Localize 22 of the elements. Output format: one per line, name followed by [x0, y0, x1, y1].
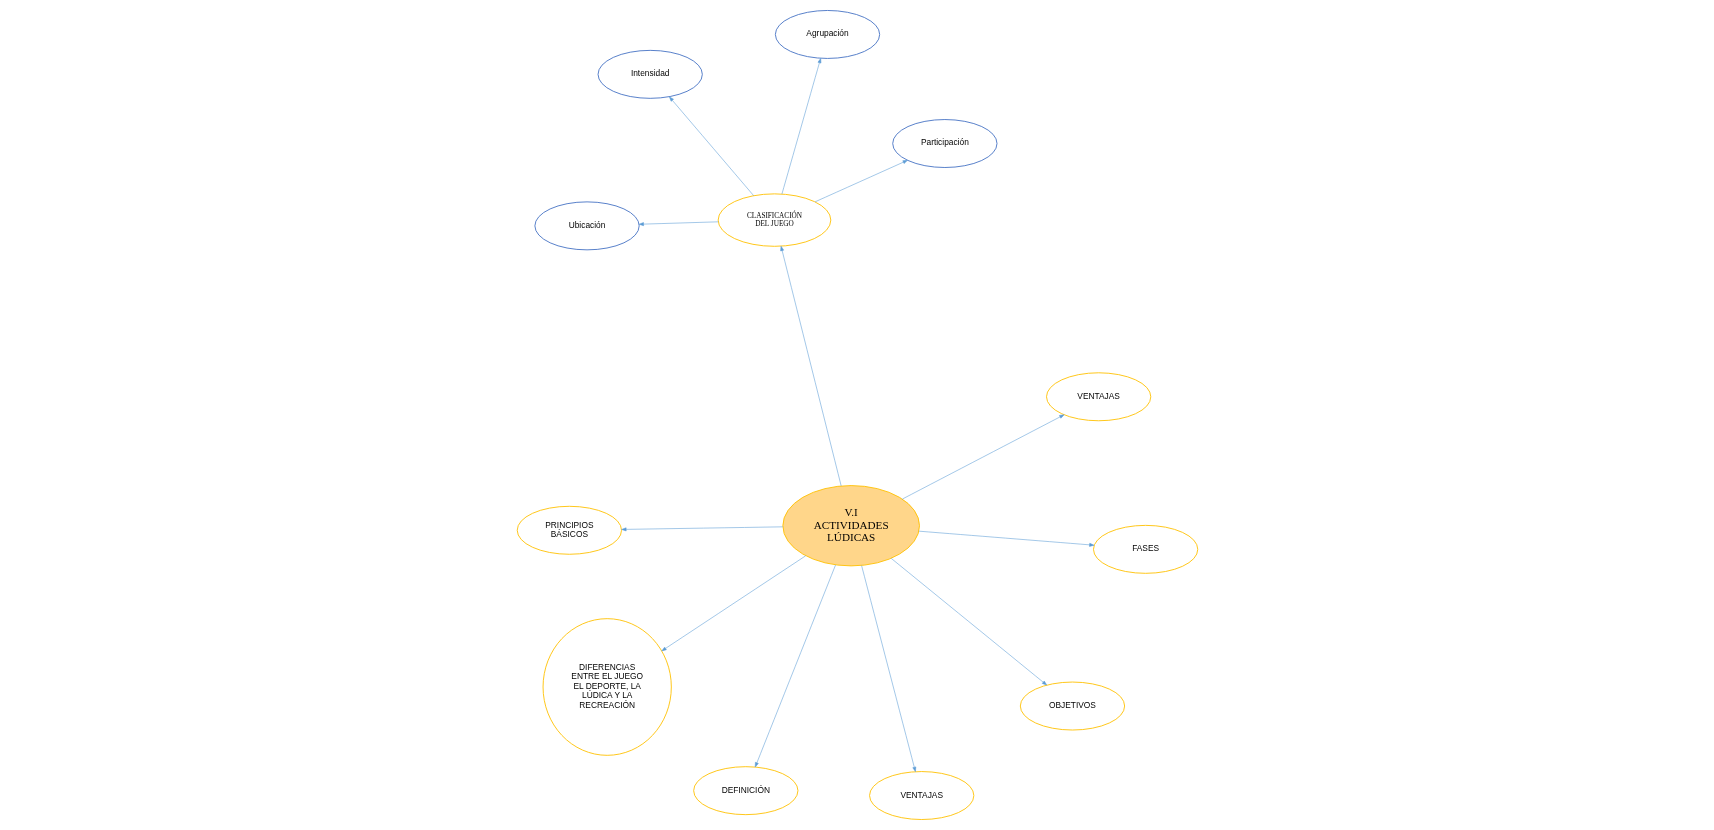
node-ellipse: Intensidad [597, 49, 703, 99]
arrow [620, 526, 783, 532]
arrow [779, 245, 841, 487]
arrow [661, 555, 806, 652]
arrow [638, 221, 719, 226]
node-ellipse: VENTAJAS [868, 771, 974, 820]
node-ellipse: PRINCIPIOS BÁSICOS [516, 505, 622, 555]
arrow [754, 564, 836, 768]
arrow [814, 160, 908, 203]
node-circle: DIFERENCIAS ENTRE EL JUEGO EL DEPORTE, LA LÚDICA Y LA RECREACIÓN [542, 618, 672, 756]
node-ellipse: V.I ACTIVIDADES LÚDICAS [781, 485, 920, 567]
node-ellipse: DEFINICIÓN [692, 766, 798, 816]
arrow [901, 414, 1064, 500]
arrow [918, 530, 1094, 547]
node-ellipse: Ubicación [533, 201, 640, 251]
arrow [890, 558, 1047, 686]
node-ellipse: Agrupación [774, 10, 880, 59]
node-ellipse: Participación [891, 119, 997, 168]
arrow [668, 96, 754, 196]
node-ellipse: FASES [1092, 524, 1198, 574]
arrow [860, 565, 916, 772]
arrow [781, 58, 821, 195]
